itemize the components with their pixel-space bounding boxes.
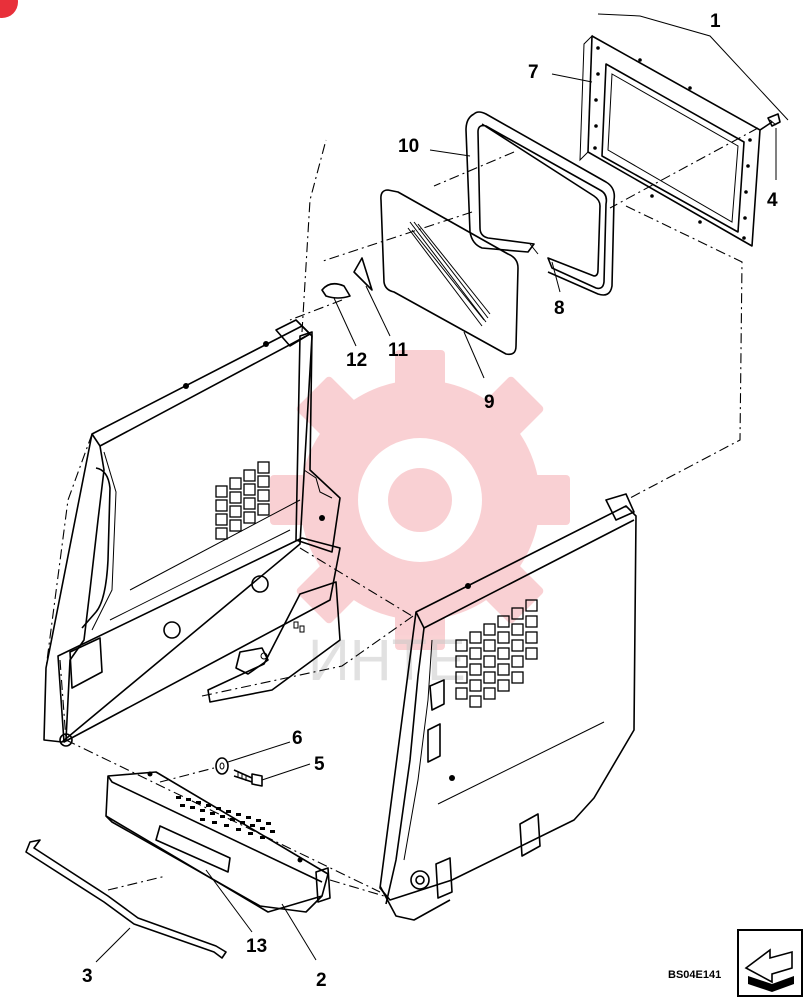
callout-3: 3	[82, 966, 93, 987]
glass-pane-part-9	[380, 189, 519, 356]
right-side-panel	[379, 493, 637, 921]
assembly-center-lines	[45, 127, 759, 897]
clip-part-11	[353, 257, 373, 291]
figure-code: BS04E141	[668, 969, 721, 981]
callout-6: 6	[292, 728, 303, 749]
arrow-next-icon[interactable]	[737, 929, 803, 997]
bottom-panel-part-2	[105, 771, 331, 913]
screw-part-4	[759, 113, 781, 131]
gear-logo-icon	[270, 350, 570, 650]
leader-lines	[95, 13, 789, 963]
callout-5: 5	[314, 754, 325, 775]
callout-2: 2	[316, 970, 327, 991]
callout-11: 11	[388, 340, 409, 361]
left-vent-grid	[215, 461, 270, 540]
left-side-panel	[43, 319, 341, 747]
right-vent-grid	[455, 599, 538, 708]
bent-rod-part-3	[25, 839, 227, 959]
callout-4: 4	[767, 190, 778, 211]
callouts: 1 7 10 4 8 11 12 9 6 5 13 2 3	[82, 11, 778, 991]
rubber-seal-part-10	[465, 111, 616, 296]
callout-8: 8	[554, 298, 565, 319]
watermark-text: ИНТЕ	[308, 628, 466, 693]
washer-part-6	[215, 757, 229, 775]
callout-7: 7	[528, 62, 539, 83]
callout-9: 9	[484, 392, 495, 413]
callout-1: 1	[710, 11, 721, 32]
corner-badge-icon	[0, 0, 18, 18]
clip-part-12	[321, 282, 351, 299]
callout-13: 13	[246, 936, 267, 957]
callout-12: 12	[346, 350, 367, 371]
callout-10: 10	[398, 136, 419, 157]
window-frame-plate	[579, 34, 761, 247]
bolt-part-5	[233, 769, 263, 787]
watermark	[270, 350, 570, 650]
